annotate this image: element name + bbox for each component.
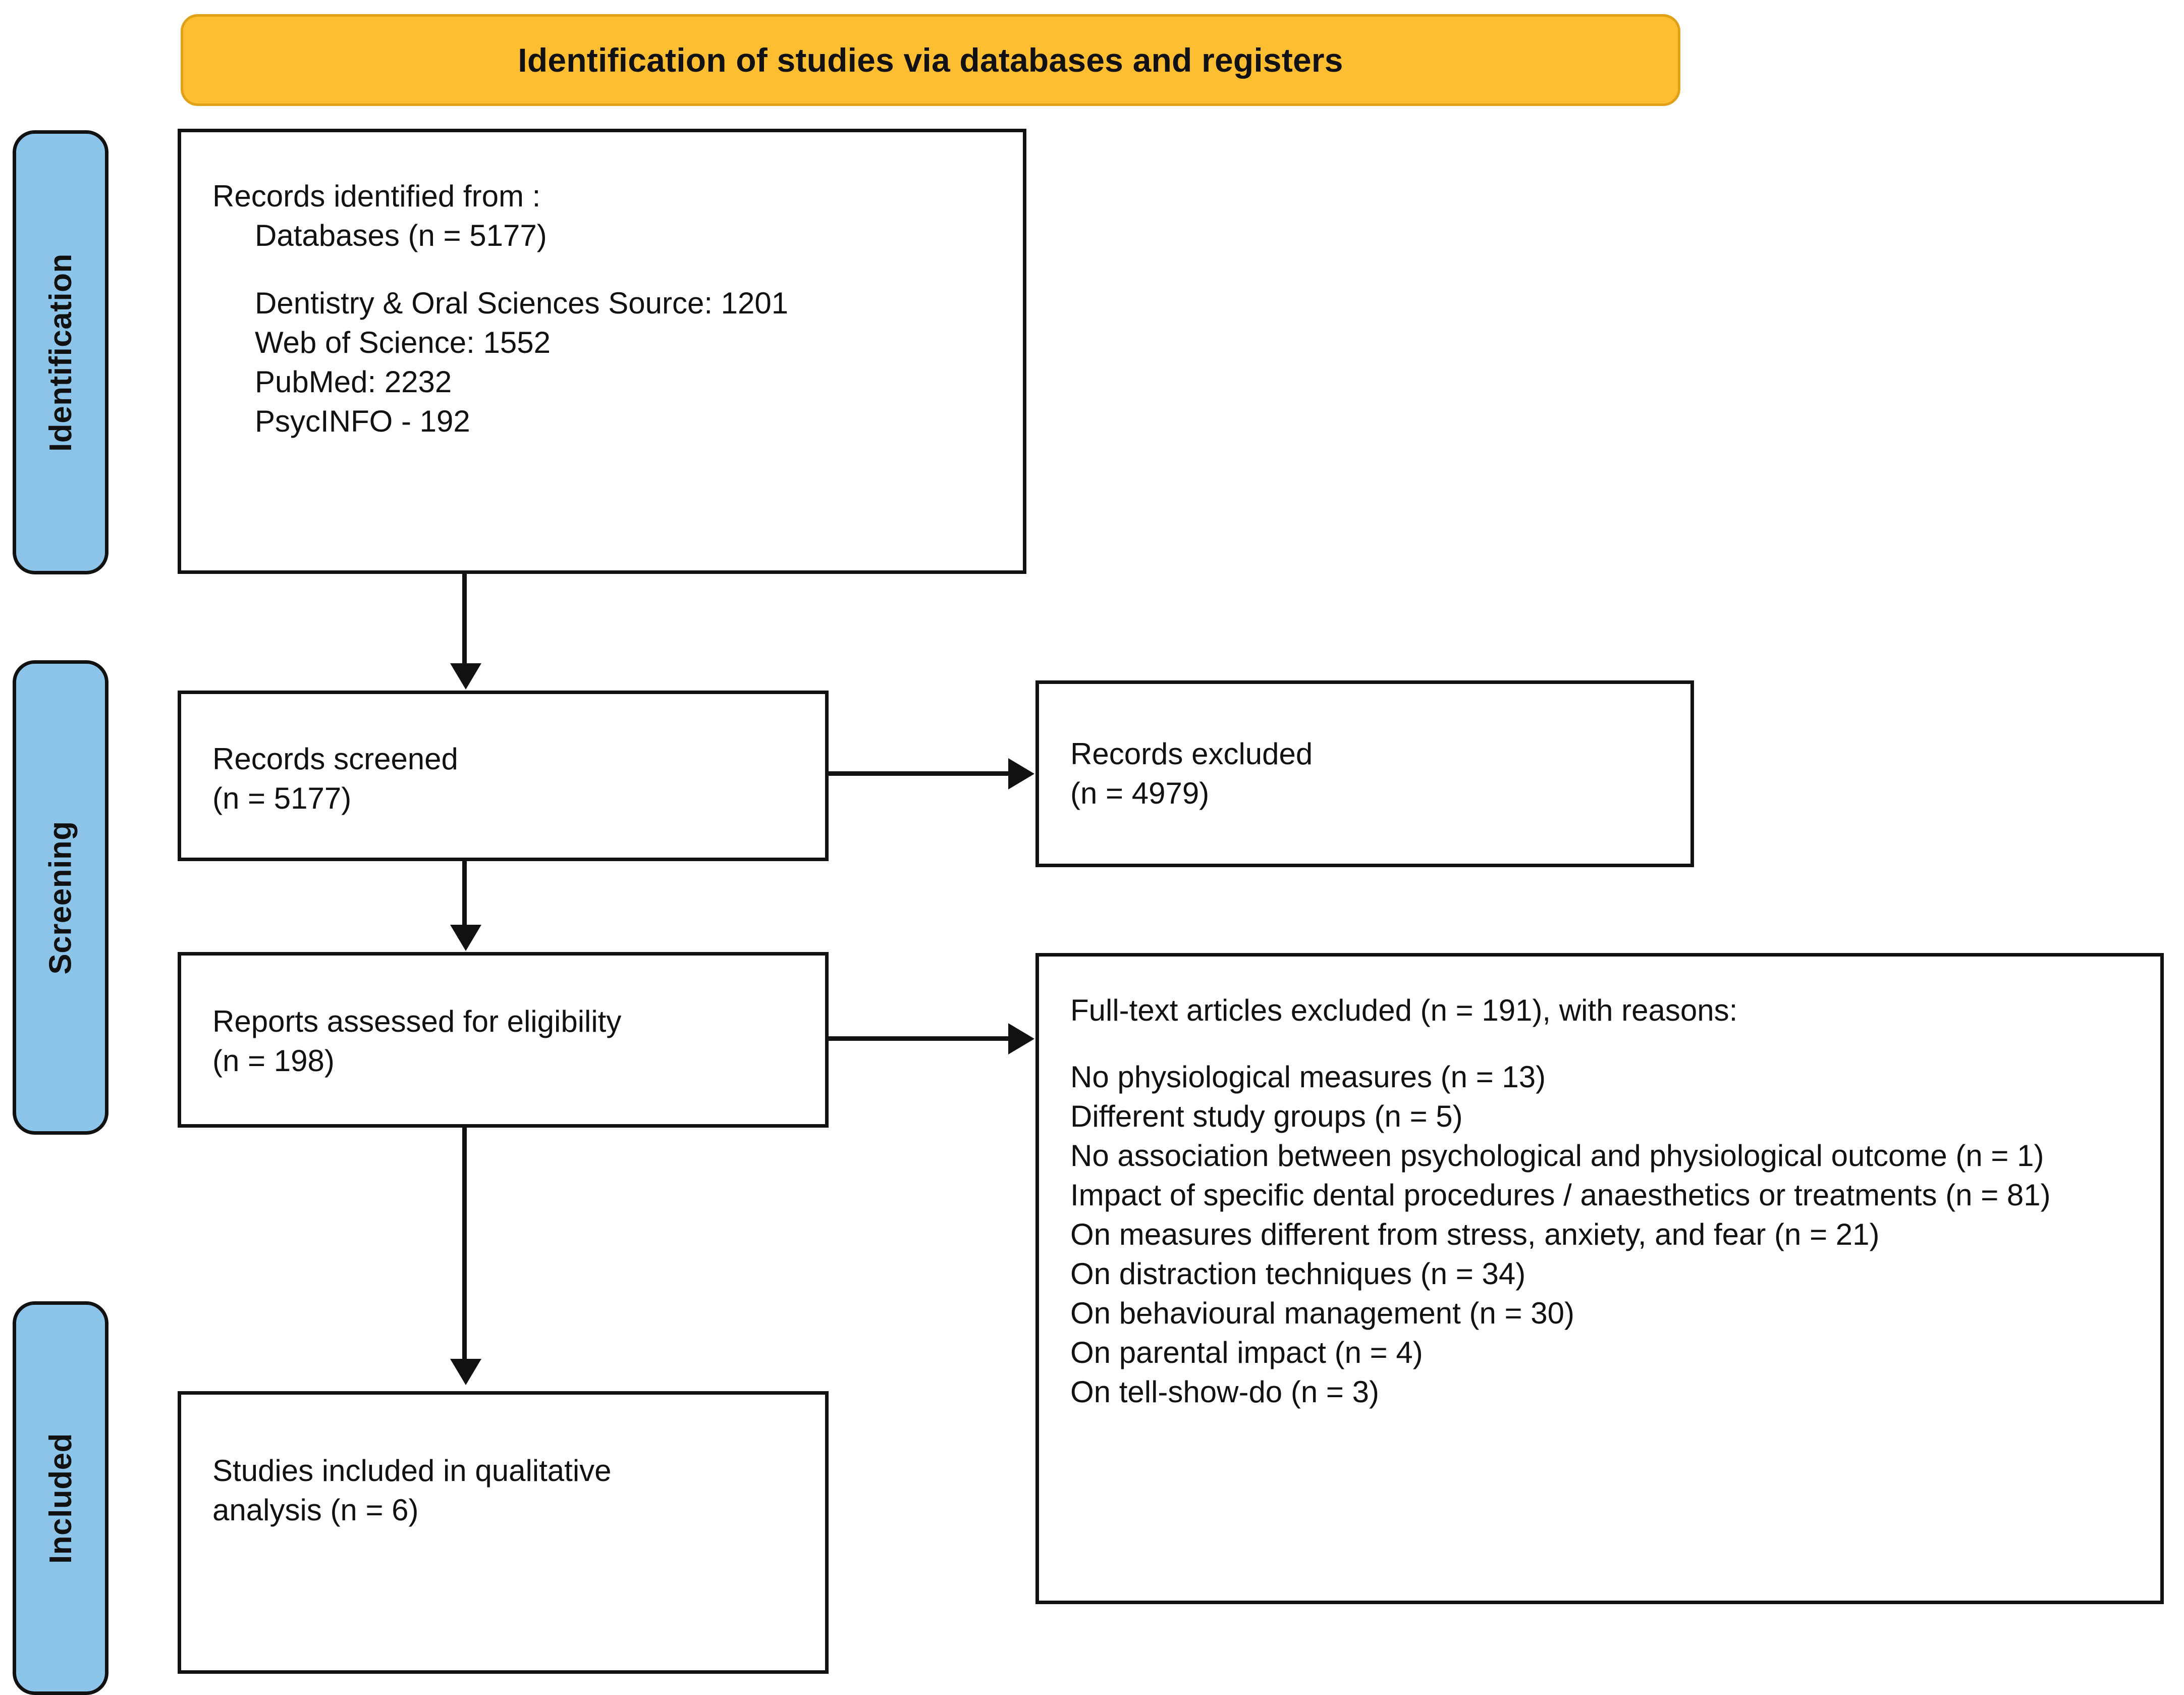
arrowhead-right-icon: [1008, 1023, 1034, 1054]
exclusion-reason-item: On tell-show-do (n = 3): [1070, 1375, 1379, 1409]
records-identified-heading: Records identified from :: [212, 179, 541, 213]
box-studies-included: Studies included in qualitative analysis…: [178, 1391, 829, 1674]
connector-screened-to-eligibility: [462, 861, 467, 926]
box-fulltext-excluded-reasons: Full-text articles excluded (n = 191), w…: [1035, 953, 2164, 1604]
exclusion-reason-item: No association between psychological and…: [1070, 1139, 2044, 1173]
exclusion-reason-item: On measures different from stress, anxie…: [1070, 1217, 1880, 1251]
source-count-pubmed: PubMed: 2232: [255, 365, 452, 399]
exclusion-reason-item: Impact of specific dental procedures / a…: [1070, 1178, 2051, 1212]
records-identified-databases: Databases (n = 5177): [255, 219, 547, 252]
arrowhead-down-icon: [450, 925, 481, 951]
stage-label-identification: Identification: [13, 130, 108, 574]
connector-screened-to-excluded: [829, 771, 1009, 776]
spacer: [212, 255, 1008, 284]
stage-label-identification-text: Identification: [43, 253, 78, 452]
page-title: Identification of studies via databases …: [518, 41, 1343, 79]
records-excluded-label: Records excluded: [1070, 737, 1313, 771]
diagram-header-banner: Identification of studies via databases …: [181, 14, 1680, 106]
box-records-identified: Records identified from : Databases (n =…: [178, 129, 1026, 574]
studies-included-count: analysis (n = 6): [212, 1493, 419, 1527]
arrowhead-down-icon: [450, 1359, 481, 1385]
exclusion-reason-item: Different study groups (n = 5): [1070, 1099, 1463, 1133]
exclusion-reason-item: No physiological measures (n = 13): [1070, 1060, 1546, 1094]
records-screened-label: Records screened: [212, 742, 458, 776]
studies-included-label: Studies included in qualitative: [212, 1454, 612, 1488]
arrowhead-right-icon: [1008, 758, 1034, 789]
box-records-screened: Records screened (n = 5177): [178, 691, 829, 861]
arrowhead-down-icon: [450, 663, 481, 690]
source-count-web-of-science: Web of Science: 1552: [255, 326, 551, 359]
exclusion-reason-item: On parental impact (n = 4): [1070, 1336, 1423, 1369]
records-excluded-count: (n = 4979): [1070, 776, 1210, 810]
stage-label-included: Included: [13, 1301, 108, 1695]
reports-assessed-count: (n = 198): [212, 1044, 335, 1078]
source-count-psycinfo: PsycINFO - 192: [255, 404, 470, 438]
reports-assessed-label: Reports assessed for eligibility: [212, 1004, 622, 1038]
exclusion-reason-item: On distraction techniques (n = 34): [1070, 1257, 1526, 1291]
connector-eligibility-to-reasons: [829, 1036, 1009, 1041]
connector-eligibility-to-included: [462, 1128, 467, 1360]
exclusion-reason-item: On behavioural management (n = 30): [1070, 1296, 1574, 1330]
source-count-dentistry: Dentistry & Oral Sciences Source: 1201: [255, 286, 789, 320]
box-records-excluded: Records excluded (n = 4979): [1035, 680, 1694, 867]
stage-label-screening-text: Screening: [43, 820, 78, 975]
fulltext-excluded-heading: Full-text articles excluded (n = 191), w…: [1070, 993, 1738, 1027]
spacer: [1070, 1030, 2140, 1057]
stage-label-included-text: Included: [43, 1433, 78, 1564]
box-reports-assessed-eligibility: Reports assessed for eligibility (n = 19…: [178, 952, 829, 1128]
stage-label-screening: Screening: [13, 660, 108, 1135]
records-screened-count: (n = 5177): [212, 781, 352, 815]
connector-identified-to-screened: [462, 574, 467, 665]
